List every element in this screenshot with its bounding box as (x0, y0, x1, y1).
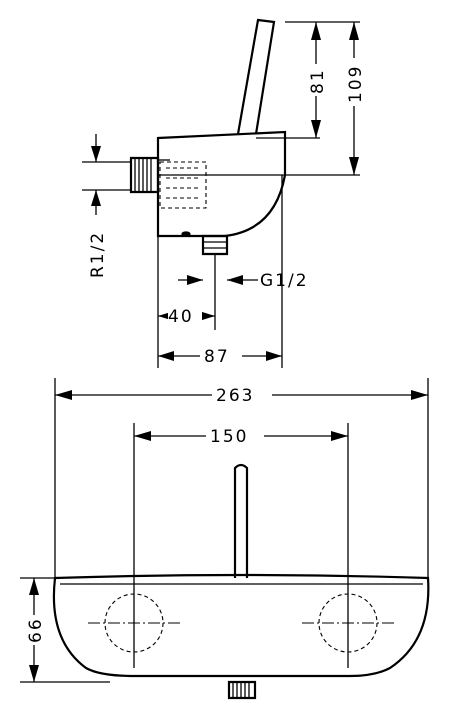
outlet-connector (201, 234, 229, 256)
front-view: 263 150 66 (20, 378, 430, 700)
dim-g12-label: G1/2 (260, 271, 309, 291)
dim-87-label: 87 (204, 347, 230, 367)
dim-66-label: 66 (26, 617, 46, 643)
mixer-body-front (52, 573, 430, 678)
inlet-connector (129, 156, 160, 194)
dim-40-label: 40 (168, 307, 194, 327)
mixer-body-side (156, 130, 287, 238)
lever-handle (236, 18, 276, 135)
dim-r12-label: R1/2 (88, 231, 108, 278)
dim-81-label: 81 (308, 68, 328, 94)
bottom-outlet (227, 680, 257, 700)
lever-rod (233, 463, 249, 578)
hidden-thread (159, 161, 207, 209)
dim-109-label: 109 (346, 65, 366, 103)
side-view: 81 109 R1/2 G1/2 40 87 (82, 18, 366, 368)
dim-263-label: 263 (216, 386, 254, 406)
dim-150-label: 150 (210, 427, 248, 447)
